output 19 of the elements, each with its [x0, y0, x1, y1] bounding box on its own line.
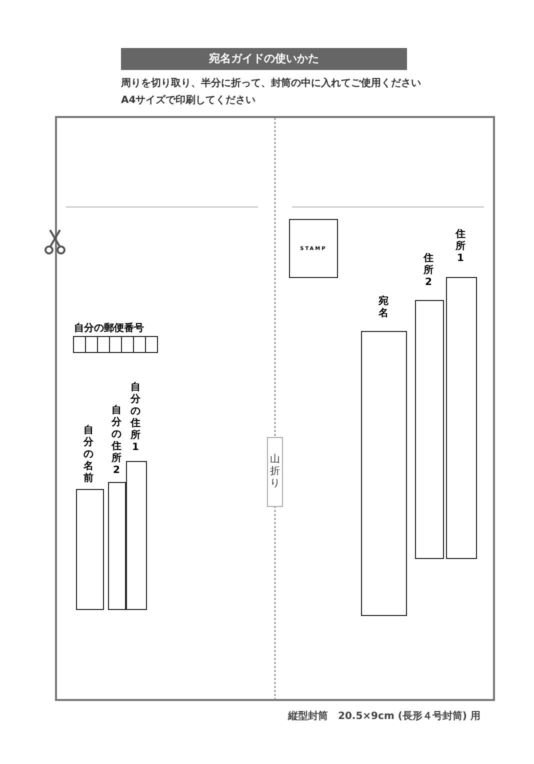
digit-box: [133, 336, 146, 353]
instruction-text: A4サイズで印刷してください: [121, 94, 256, 107]
digit-box: [85, 336, 98, 353]
digit-box: [73, 336, 86, 353]
title-banner: 宛名ガイドの使いかた: [121, 48, 407, 70]
field-label: 自分の住所2: [111, 405, 122, 477]
field-label: 自分の住所1: [130, 382, 141, 454]
field-label: 自分の名前: [83, 425, 94, 485]
fold-label: 山折り: [267, 437, 283, 507]
digit-box: [121, 336, 134, 353]
field-label: 宛名: [378, 296, 389, 320]
digit-box: [145, 336, 158, 353]
field-label: 自分の郵便番号: [74, 321, 144, 335]
field-label: 住所1: [455, 229, 466, 265]
digit-box: [109, 336, 122, 353]
digit-box: [97, 336, 110, 353]
field-label: 住所2: [423, 253, 434, 289]
instruction-text: 周りを切り取り、半分に折って、封筒の中に入れてご使用ください: [121, 76, 421, 90]
size-note: 縦型封筒 20.5×9cm (長形４号封筒) 用: [288, 710, 480, 723]
